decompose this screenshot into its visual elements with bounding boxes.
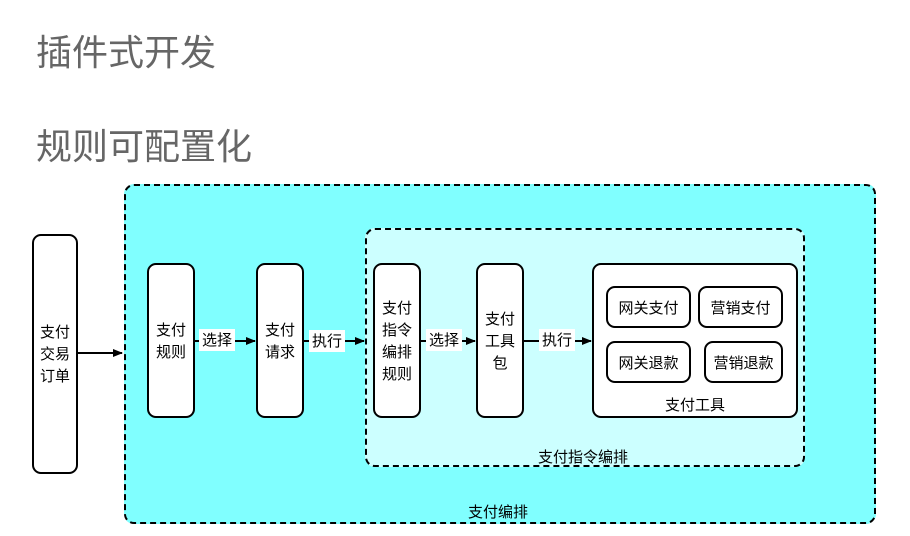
payment-instruction-orchestration-label: 支付指令编排 bbox=[538, 448, 629, 466]
heading-rule-config: 规则可配置化 bbox=[36, 127, 253, 168]
payment-toolkit-node: 支付 工具 包 bbox=[476, 263, 524, 418]
node-text-line: 规则 bbox=[155, 342, 186, 361]
node-text-line: 支付 bbox=[484, 309, 515, 328]
payment-tools-label: 支付工具 bbox=[664, 396, 725, 414]
node-text-line: 指令 bbox=[381, 320, 412, 339]
payment-orchestration-label: 支付编排 bbox=[468, 503, 529, 521]
node-text-line: 包 bbox=[492, 353, 508, 372]
edge-label-select: 选择 bbox=[199, 329, 236, 351]
gateway-refund-node: 网关退款 bbox=[606, 341, 691, 383]
node-text-line: 支付 bbox=[264, 320, 295, 339]
payment-order-node: 支付 交易 订单 bbox=[32, 234, 78, 474]
node-text-line: 规则 bbox=[381, 364, 412, 383]
marketing-refund-node: 营销退款 bbox=[704, 341, 783, 383]
node-text-line: 交易 bbox=[39, 345, 70, 363]
edge-label-select: 选择 bbox=[426, 329, 463, 351]
node-text-line: 工具 bbox=[484, 331, 515, 350]
gateway-pay-node: 网关支付 bbox=[606, 286, 691, 328]
payment-tools-group: 网关支付 营销支付 网关退款 营销退款 支付工具 bbox=[592, 263, 798, 418]
heading-plugin-dev: 插件式开发 bbox=[36, 33, 217, 74]
payment-rule-node: 支付 规则 bbox=[147, 263, 195, 418]
node-text-line: 支付 bbox=[155, 320, 186, 339]
payment-request-node: 支付 请求 bbox=[256, 263, 304, 418]
node-text-line: 请求 bbox=[264, 342, 295, 361]
node-text-line: 编排 bbox=[381, 342, 412, 361]
node-text-line: 订单 bbox=[39, 367, 70, 385]
payment-instruction-rule-node: 支付 指令 编排 规则 bbox=[373, 263, 421, 418]
node-text-line: 支付 bbox=[381, 298, 412, 317]
node-text-line: 支付 bbox=[39, 323, 70, 341]
marketing-pay-node: 营销支付 bbox=[698, 286, 783, 328]
edge-label-execute: 执行 bbox=[309, 330, 346, 352]
edge-label-execute: 执行 bbox=[539, 329, 576, 351]
